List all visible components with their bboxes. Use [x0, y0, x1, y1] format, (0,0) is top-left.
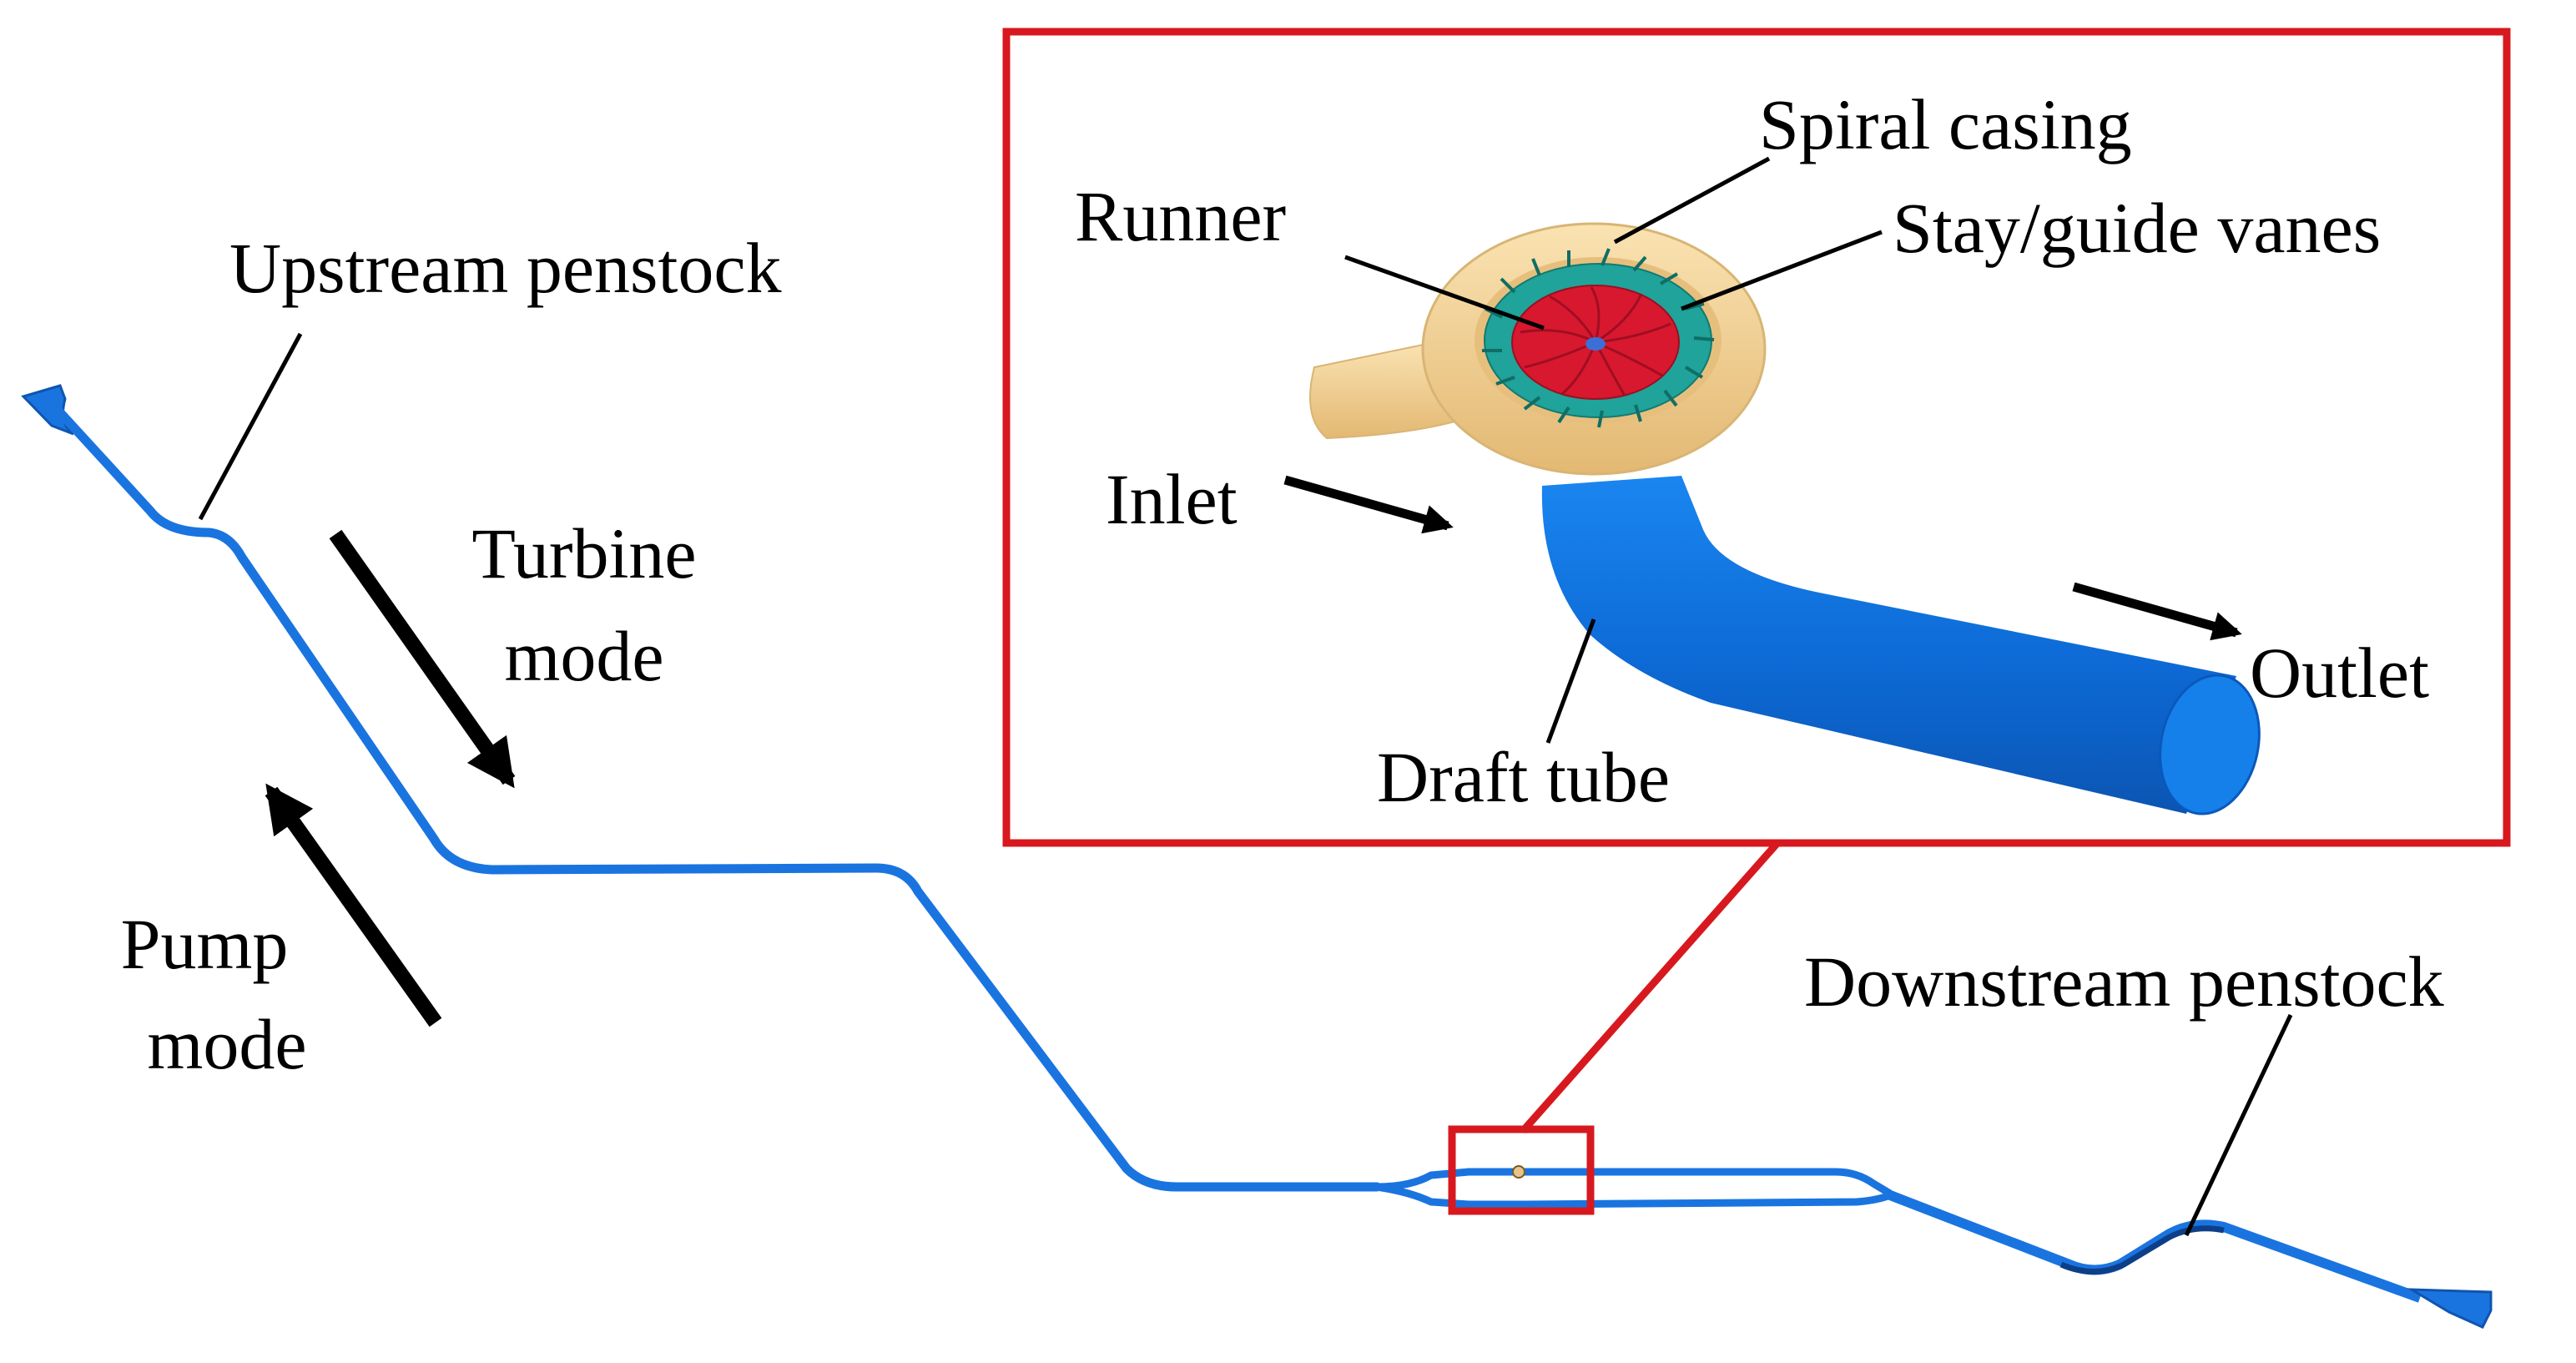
inset-frame: [1002, 28, 2511, 847]
pump-mode-arrow: [265, 783, 442, 1027]
inlet-label: Inlet: [1106, 459, 1238, 539]
main-penstock-pipe: [53, 406, 1382, 1192]
lower-branch-pipe: [1376, 1183, 1527, 1209]
upper-tailrace-pipe: [1527, 1168, 1893, 1197]
draft-tube-leader: [1545, 618, 1596, 744]
draft-tube-outlet-face: [2159, 674, 2261, 815]
stay-guide-vanes-label: Stay/guide vanes: [1893, 188, 2381, 268]
runner-hub: [1585, 337, 1606, 351]
downstream-outlet: [2407, 1288, 2493, 1329]
draft-tube: [1541, 476, 2236, 814]
draft-tube-label: Draft tube: [1377, 737, 1670, 817]
pump-mode-label-line1: Pump: [121, 904, 289, 984]
outlet-flow-arrow: [2072, 582, 2242, 641]
turbine-mode-label-line1: Turbine: [471, 513, 696, 593]
downstream-penstock-leader: [2184, 1013, 2293, 1237]
runner-leader: [1344, 255, 1545, 331]
lower-tailrace-pipe: [1526, 1191, 1892, 1209]
turbine-mode-arrow: [329, 529, 516, 789]
spiral-casing-leader: [1613, 156, 1771, 245]
pump-turbine-unit-marker: [1512, 1165, 1525, 1179]
pump-mode-label-line2: mode: [147, 1004, 306, 1084]
downstream-penstock-label: Downstream penstock: [1804, 941, 2444, 1022]
upstream-penstock-leader: [198, 332, 303, 521]
inlet-flow-arrow: [1283, 475, 1454, 534]
upstream-penstock-label: Upstream penstock: [229, 228, 782, 308]
runner-label: Runner: [1075, 176, 1286, 256]
pump-turbine-model: [1309, 222, 2261, 815]
stay-guide-vanes-leader: [1681, 230, 1883, 311]
zoom-connector-line: [1520, 841, 1781, 1133]
spiral-casing-label: Spiral casing: [1759, 84, 2132, 164]
outlet-label: Outlet: [2250, 633, 2429, 713]
pipeline-system: [21, 384, 2493, 1329]
upstream-intake: [21, 384, 74, 436]
guide-vane-blades: [1482, 248, 1715, 428]
turbine-mode-label-line2: mode: [504, 616, 663, 696]
downstream-penstock-shade: [2059, 1225, 2225, 1275]
